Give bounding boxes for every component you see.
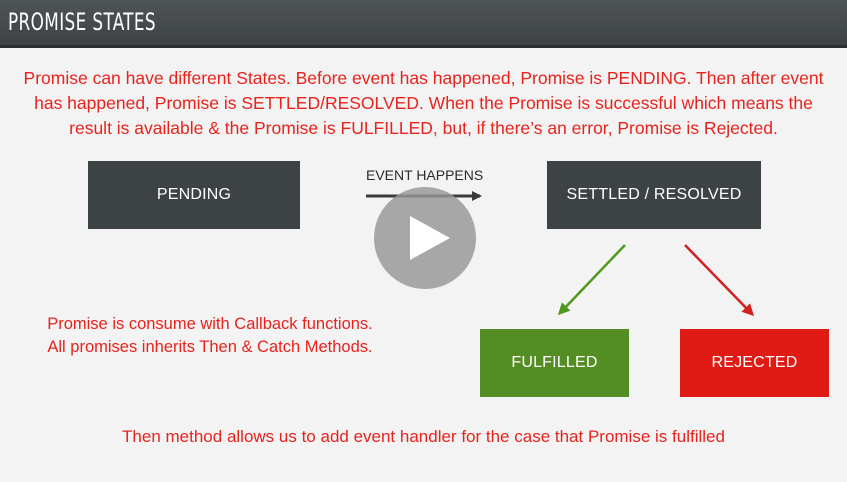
state-settled-label: SETTLED / RESOLVED	[566, 186, 742, 203]
consume-line-1: Promise is consume with Callback functio…	[47, 315, 373, 333]
page-title: PROMISE STATES	[8, 8, 156, 36]
consume-note: Promise is consume with Callback functio…	[20, 313, 400, 359]
state-pending-box: PENDING	[88, 161, 300, 229]
event-happens-label: EVENT HAPPENS	[366, 167, 484, 183]
state-fulfilled-box: FULFILLED	[480, 329, 629, 397]
state-rejected-label: REJECTED	[711, 354, 798, 371]
state-pending-label: PENDING	[156, 186, 232, 203]
state-fulfilled-label: FULFILLED	[511, 354, 598, 371]
fulfilled-arrow	[557, 244, 626, 316]
play-icon	[410, 216, 450, 260]
intro-paragraph: Promise can have different States. Befor…	[23, 68, 824, 138]
header-bar: PROMISE STATES	[0, 0, 847, 48]
state-settled-box: SETTLED / RESOLVED	[547, 161, 761, 229]
consume-line-2: All promises inherits Then & Catch Metho…	[47, 338, 373, 356]
state-rejected-box: REJECTED	[680, 329, 829, 397]
video-play-button[interactable]	[374, 187, 476, 289]
rejected-arrow	[684, 244, 755, 317]
then-method-note: Then method allows us to add event handl…	[122, 427, 725, 446]
